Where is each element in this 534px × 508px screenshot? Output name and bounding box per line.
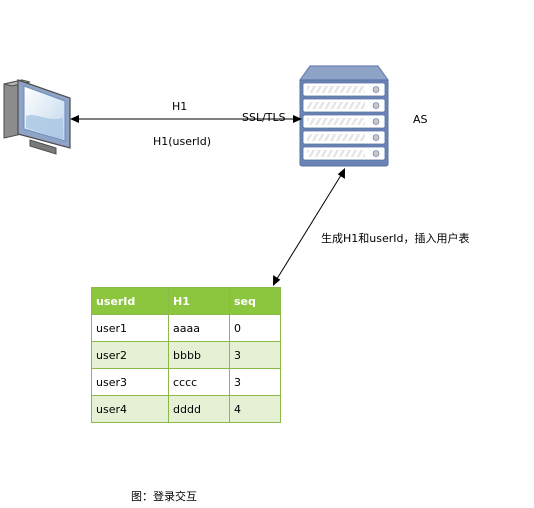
table-row: user3 cccc 3 [91, 368, 281, 396]
column-header-h1: H1 [168, 287, 230, 315]
table-cell: 3 [229, 341, 281, 369]
column-header-userid: userId [91, 287, 169, 315]
table-cell: user1 [91, 314, 169, 342]
table-row: user2 bbbb 3 [91, 341, 281, 369]
table-row: user1 aaaa 0 [91, 314, 281, 342]
label-h1: H1 [172, 100, 188, 113]
label-server-as: AS [413, 113, 428, 126]
table-header-row: userId H1 seq [91, 287, 281, 315]
user-table: userId H1 seq user1 aaaa 0 user2 bbbb 3 … [91, 287, 281, 423]
server-table-connector [273, 168, 345, 286]
table-row: user4 dddd 4 [91, 395, 281, 423]
table-cell: 0 [229, 314, 281, 342]
table-cell: 3 [229, 368, 281, 396]
table-cell: user4 [91, 395, 169, 423]
table-cell: 4 [229, 395, 281, 423]
desktop-computer-icon [3, 79, 71, 155]
table-cell: dddd [168, 395, 230, 423]
table-cell: cccc [168, 368, 230, 396]
column-header-seq: seq [229, 287, 281, 315]
table-cell: user3 [91, 368, 169, 396]
table-cell: user2 [91, 341, 169, 369]
label-insert-note: 生成H1和userId，插入用户表 [321, 232, 470, 245]
label-h1-userid: H1(userId) [153, 135, 212, 148]
label-ssl-tls: SSL/TLS [242, 111, 286, 124]
table-cell: bbbb [168, 341, 230, 369]
figure-caption: 图：登录交互 [131, 490, 197, 503]
client-server-connector [70, 115, 302, 123]
table-cell: aaaa [168, 314, 230, 342]
server-rack-icon [298, 65, 390, 167]
